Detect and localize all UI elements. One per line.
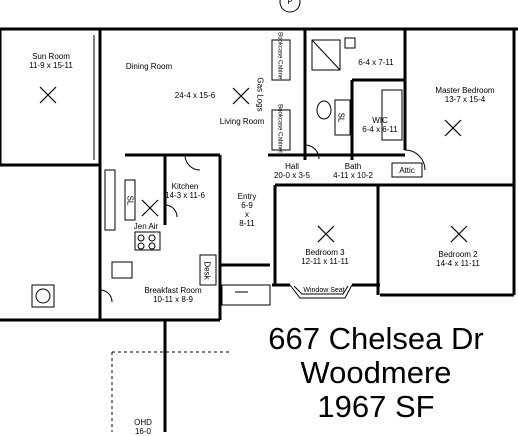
gas-logs-label: Gas Logs	[255, 77, 265, 112]
attic-label: Attic	[399, 166, 415, 175]
living-room-label: Living Room	[219, 117, 265, 126]
sl-kitchen-label: SL	[125, 195, 135, 206]
jen-air-label: Jen Air	[133, 222, 159, 231]
bookcase-cabinet-bottom-label: Bookcase Cabinet	[276, 104, 283, 153]
sl-bath-label: SL	[336, 112, 346, 123]
sqft-text: 1967 SF	[317, 389, 435, 424]
title-block: 667 Chelsea Dr Woodmere 1967 SF	[234, 322, 518, 432]
area-text: Woodmere	[300, 355, 452, 390]
closet-dims-label: 6-4 x 7-11	[358, 58, 394, 67]
p-marker-label: P	[287, 0, 293, 6]
desk-label: Desk	[202, 261, 212, 280]
window-seat-label: Window Seat	[303, 287, 345, 294]
dining-room-label: Dining Room	[125, 62, 173, 71]
address-text: 667 Chelsea Dr	[268, 321, 484, 356]
living-room-dims: 24-4 x 15-6	[174, 91, 216, 100]
bookcase-cabinet-top-label: Bookcase Cabinet	[276, 32, 283, 81]
